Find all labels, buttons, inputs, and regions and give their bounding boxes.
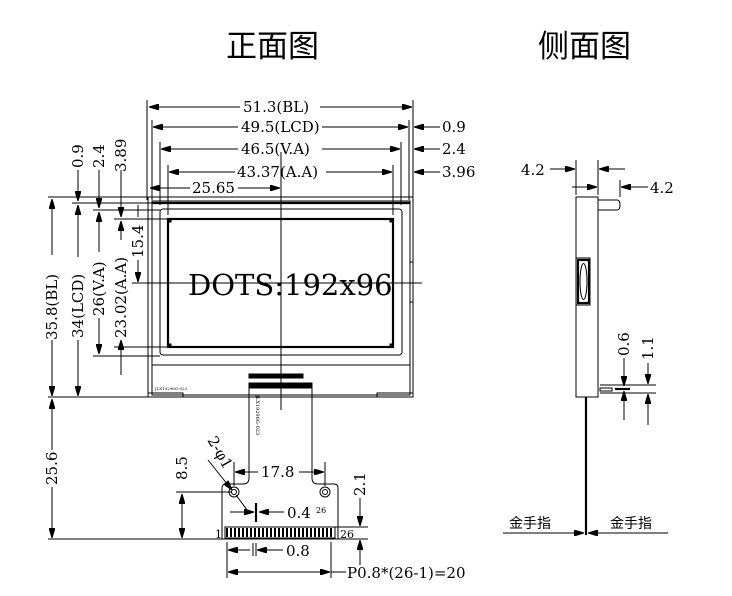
dim-top-0-9: 0.9 [69, 144, 87, 168]
dots-label: DOTS:192x96 [188, 268, 393, 302]
side-view-title: 侧面图 [538, 29, 631, 65]
dim-va-width: 46.5(V.A) [241, 140, 310, 158]
dim-thickness-b: 4.2 [650, 179, 674, 197]
dim-pin-b: 1.1 [639, 336, 657, 360]
dim-aa-height: 23.02(A.A) [112, 257, 130, 338]
fpc-label: JLX19296G-023 [254, 394, 260, 435]
gold-fingers [224, 526, 336, 539]
dim-right-0-9: 0.9 [442, 118, 466, 136]
dim-va-height: 26(V.A) [90, 261, 108, 316]
dim-right-2-4: 2.4 [442, 140, 466, 158]
dim-bl-width: 51.3(BL) [243, 98, 309, 116]
front-view-title: 正面图 [226, 29, 319, 65]
dim-hole-spacing: 17.8 [261, 463, 294, 481]
dim-finger-width: 0.4 [287, 504, 311, 522]
pin-26-label: 26 [340, 528, 354, 541]
dim-pitch-total: P0.8*(26-1)=20 [347, 564, 466, 582]
ic-chip [248, 373, 304, 379]
side-body [575, 196, 599, 398]
pin-26-superscript: 26 [316, 506, 326, 515]
dim-hole-height: 8.5 [173, 456, 191, 480]
dim-hole-spec: 2-φ1 [204, 433, 237, 472]
dim-thickness-a: 4.2 [521, 161, 545, 179]
dim-center-y: 15.4 [129, 225, 147, 258]
dim-pitch: 0.8 [286, 542, 310, 560]
dim-right-3-96: 3.96 [442, 163, 475, 181]
dim-bl-height: 35.8(BL) [43, 274, 61, 340]
dim-top-2-4: 2.4 [90, 144, 108, 168]
dim-top-3-89: 3.89 [112, 139, 130, 172]
dim-stiffener: 2.1 [351, 472, 369, 496]
pin-1-label: 1 [215, 528, 222, 541]
gold-finger-label-right: 金手指 [610, 516, 652, 532]
pcb-label: JLX19296G-023 [154, 386, 188, 391]
dim-center-x: 25.65 [192, 179, 235, 197]
dim-lcd-width: 49.5(LCD) [241, 118, 320, 136]
front-view: JLX19296G-023 DOTS:192x96 51.3(BL) 49.5(… [43, 98, 475, 582]
fpc-cable: JLX19296G-023 [221, 388, 339, 539]
dim-pin-a: 0.6 [615, 332, 633, 356]
gold-finger-label-left: 金手指 [509, 516, 551, 532]
dim-aa-width: 43.37(A.A) [237, 163, 318, 181]
dim-fpc-length: 25.6 [43, 452, 61, 485]
side-view: 4.2 4.2 0.6 1.1 金手指 金手指 [503, 160, 674, 535]
dim-lcd-height: 34(LCD) [69, 274, 87, 338]
